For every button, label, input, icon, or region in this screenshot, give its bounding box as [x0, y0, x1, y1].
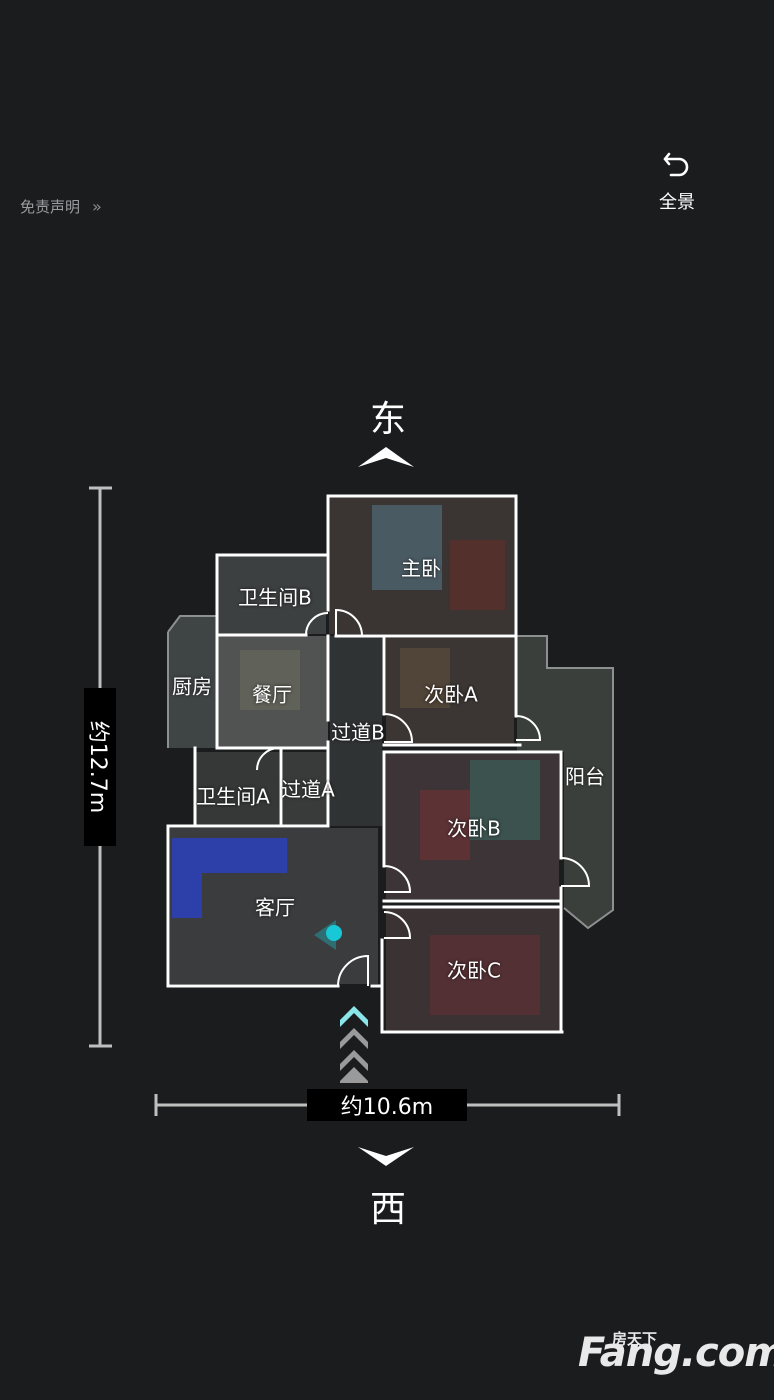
room-bathroom-b[interactable]: 卫生间B: [238, 585, 312, 610]
corridor-a-fill: [283, 752, 327, 825]
room-bedroom-b[interactable]: 次卧B: [447, 816, 501, 841]
door-swings: [256, 608, 591, 987]
room-bedroom-c[interactable]: 次卧C: [447, 958, 501, 983]
corridor-b-fill: [330, 636, 382, 826]
compass-north-label: 东: [369, 399, 406, 440]
walls: [166, 494, 564, 1034]
fang-logo-text: Fang.com: [578, 1330, 774, 1376]
room-dining[interactable]: 餐厅: [252, 682, 292, 707]
kitchen-fill: [168, 616, 217, 748]
bathroom-a-fill: [196, 752, 279, 825]
panorama-label: 全景: [659, 192, 695, 213]
room-corridor-b[interactable]: 过道B: [331, 720, 385, 745]
fang-logo-cn: 房天下: [612, 1330, 658, 1348]
balcony-fill: [517, 636, 613, 928]
horizontal-dimension-line: [154, 1094, 621, 1116]
room-corridor-a[interactable]: 过道A: [281, 777, 335, 802]
room-master-bedroom[interactable]: 主卧: [401, 556, 441, 581]
compass-up-chevron-icon: [358, 447, 414, 467]
current-position-marker: [314, 920, 342, 950]
double-chevron-right-icon: »: [92, 197, 102, 216]
room-balcony[interactable]: 阳台: [565, 764, 605, 789]
room-living-room[interactable]: 客厅: [255, 895, 295, 920]
room-kitchen[interactable]: 厨房: [172, 674, 212, 699]
bathroom-b-fill: [218, 556, 326, 634]
room-fills: [168, 497, 613, 1031]
height-dimension-label: 约12.7m: [84, 688, 116, 846]
disclaimer-label: 免责声明: [20, 198, 81, 216]
width-dimension-label: 约10.6m: [307, 1089, 467, 1121]
fang-logo: Fang.com 房天下: [578, 1330, 774, 1376]
undo-arrow-icon: [663, 152, 689, 177]
room-bathroom-a[interactable]: 卫生间A: [196, 784, 270, 809]
compass-down-chevron-icon: [358, 1147, 414, 1166]
vertical-dimension-line: [89, 486, 112, 1048]
panorama-button[interactable]: 全景: [648, 150, 706, 230]
disclaimer-link[interactable]: 免责声明 »: [20, 196, 102, 217]
room-bedroom-a[interactable]: 次卧A: [424, 682, 478, 707]
light-outlines: [167, 615, 614, 930]
height-dimension-text: 约12.7m: [85, 720, 111, 814]
compass-south-label: 西: [369, 1189, 406, 1230]
entrance-arrow-icon: [340, 1006, 368, 1083]
